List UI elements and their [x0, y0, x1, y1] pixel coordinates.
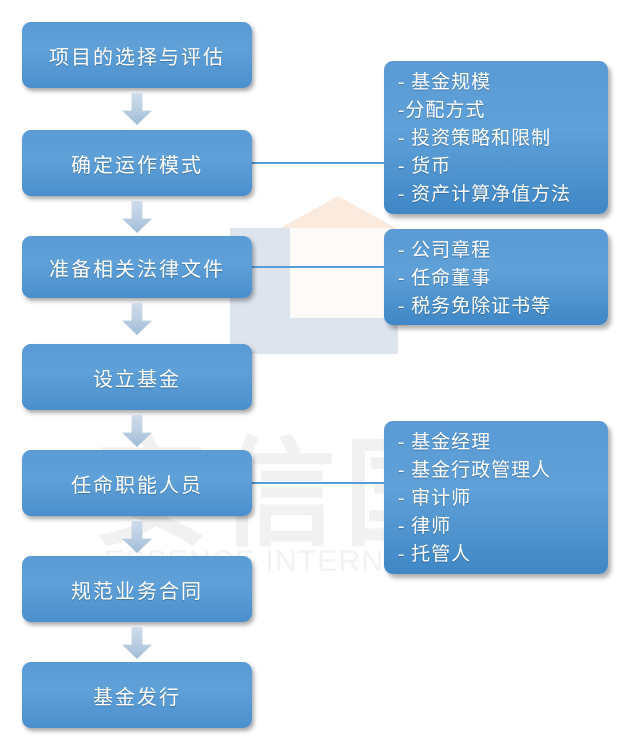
detail-box-3-item-1: - 基金经理: [398, 432, 492, 453]
detail-box-2-item-1: - 公司章程: [398, 240, 492, 261]
detail-box-1-item-5: - 资产计算净值方法: [398, 184, 572, 205]
flow-step-2[interactable]: 确定运作模式: [22, 130, 252, 196]
flow-step-6[interactable]: 规范业务合同: [22, 556, 252, 622]
flow-step-5[interactable]: 任命职能人员: [22, 450, 252, 516]
flow-step-3[interactable]: 准备相关法律文件: [22, 236, 252, 298]
flow-step-3-label: 准备相关法律文件: [49, 258, 225, 281]
detail-box-1-item-4: - 货币: [398, 156, 452, 177]
detail-box-3-item-2: - 基金行政管理人: [398, 460, 552, 481]
detail-box-1-item-2: -分配方式: [398, 100, 486, 121]
detail-box-3-item-4: - 律师: [398, 516, 452, 537]
detail-box-2-item-3: - 税务免除证书等: [398, 296, 552, 317]
flow-step-7-label: 基金发行: [93, 686, 181, 709]
detail-box-1[interactable]: - 基金规模 -分配方式 - 投资策略和限制 - 货币 - 资产计算净值方法: [384, 61, 608, 214]
flow-step-1[interactable]: 项目的选择与评估: [22, 22, 252, 88]
flow-step-4-label: 设立基金: [93, 368, 181, 391]
detail-box-2-item-2: - 任命董事: [398, 268, 492, 289]
flow-step-7[interactable]: 基金发行: [22, 662, 252, 728]
flow-step-1-label: 项目的选择与评估: [49, 46, 225, 69]
flow-step-2-label: 确定运作模式: [71, 154, 203, 177]
detail-box-1-item-1: - 基金规模: [398, 72, 492, 93]
connector-step-2-to-detail-1: [208, 162, 388, 164]
detail-box-3[interactable]: - 基金经理 - 基金行政管理人 - 审计师 - 律师 - 托管人: [384, 421, 608, 574]
detail-box-3-item-3: - 审计师: [398, 488, 472, 509]
connector-step-5-to-detail-3: [208, 482, 388, 484]
flow-step-6-label: 规范业务合同: [71, 580, 203, 603]
detail-box-3-item-5: - 托管人: [398, 544, 472, 565]
detail-box-2[interactable]: - 公司章程 - 任命董事 - 税务免除证书等: [384, 229, 608, 325]
detail-box-1-item-3: - 投资策略和限制: [398, 128, 552, 149]
flow-step-4[interactable]: 设立基金: [22, 344, 252, 410]
flow-step-5-label: 任命职能人员: [71, 474, 203, 497]
